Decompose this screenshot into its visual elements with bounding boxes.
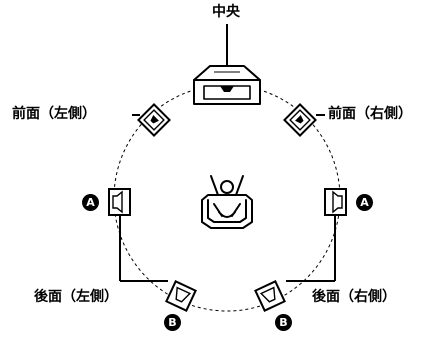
rear-left-speaker-icon: [165, 280, 197, 312]
front-right-speaker-icon: [283, 103, 317, 137]
rear-right-speaker-icon: [254, 280, 286, 312]
label-center: 中央: [212, 4, 240, 20]
side-left-speaker-icon: [108, 188, 131, 216]
label-rear-left: 後面（左側）: [34, 289, 118, 305]
leader-lines: [119, 24, 336, 282]
badge-rear-right: B: [275, 314, 292, 331]
label-rear-right: 後面（右側）: [312, 289, 396, 305]
badge-side-left: A: [82, 194, 99, 211]
center-speaker-icon: [193, 65, 261, 105]
label-front-left: 前面（左側）: [12, 106, 96, 122]
side-right-speaker-icon: [324, 188, 347, 216]
badge-side-right: A: [356, 194, 373, 211]
badge-rear-left: B: [164, 314, 181, 331]
listener-chair-icon: [201, 175, 253, 229]
front-left-speaker-icon: [137, 103, 171, 137]
label-front-right: 前面（右側）: [328, 106, 412, 122]
